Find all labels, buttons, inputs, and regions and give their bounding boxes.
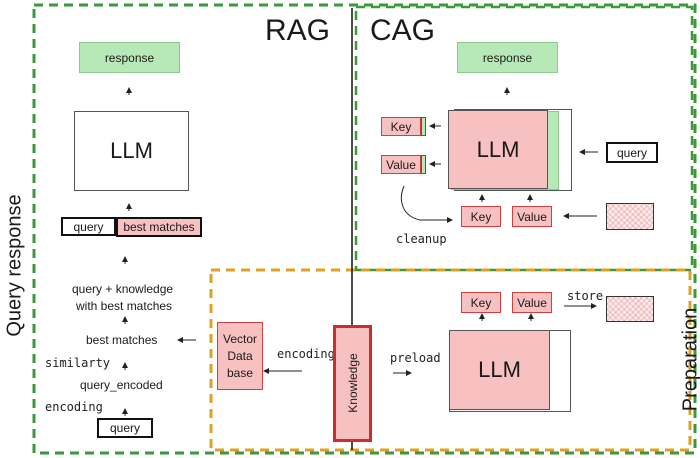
rag-encoding-label: encoding bbox=[45, 400, 103, 414]
preparation-label: Preparation bbox=[679, 307, 700, 412]
prep-encoding-label: encoding bbox=[277, 347, 335, 361]
knowledge-label: Knowledge bbox=[346, 353, 360, 413]
rag-query-knowledge-line1: query + knowledge bbox=[72, 282, 174, 296]
rag-query-box: query bbox=[61, 217, 116, 236]
cag-cleanup-label: cleanup bbox=[396, 232, 447, 246]
prep-store-label: store bbox=[567, 289, 604, 303]
rag-title: RAG bbox=[265, 14, 331, 47]
cag-query-box: query bbox=[606, 142, 658, 163]
query-response-label: Query response bbox=[3, 194, 26, 337]
prep-preload-label: preload bbox=[390, 351, 441, 365]
cag-response-box: response bbox=[457, 42, 558, 73]
cag-key-bottom-box: Key bbox=[461, 206, 501, 227]
knowledge-box bbox=[333, 325, 372, 442]
cag-value-marker bbox=[421, 155, 426, 174]
vector-database-box: Vector Data base bbox=[217, 322, 263, 390]
cag-value-box: Value bbox=[381, 155, 421, 174]
rag-query-encoded-text: query_encoded bbox=[80, 378, 163, 392]
prep-key-box: Key bbox=[461, 292, 501, 313]
vector-db-line3: base bbox=[226, 365, 254, 380]
cag-value-bottom-box: Value bbox=[512, 206, 552, 227]
rag-best-matches-box: best matches bbox=[116, 217, 202, 237]
cag-cache-hatched-box bbox=[606, 203, 654, 230]
cag-llm-box: LLM bbox=[448, 110, 548, 189]
cag-title: CAG bbox=[370, 14, 436, 47]
vector-db-line2: Data bbox=[227, 348, 253, 363]
cag-key-box: Key bbox=[381, 117, 421, 136]
outer-frame bbox=[32, 3, 697, 455]
prep-cache-hatched-box bbox=[606, 296, 654, 322]
cag-key-marker bbox=[421, 117, 426, 136]
rag-query-input-box: query bbox=[97, 418, 153, 438]
rag-query-knowledge-line2: with best matches bbox=[76, 299, 173, 313]
rag-response-box: response bbox=[79, 42, 180, 73]
rag-llm-box: LLM bbox=[74, 111, 189, 191]
cag-frame bbox=[354, 5, 694, 272]
vector-db-line1: Vector bbox=[222, 331, 258, 346]
prep-llm-box: LLM bbox=[449, 330, 550, 410]
prep-value-box: Value bbox=[512, 292, 552, 313]
rag-best-matches-text: best matches bbox=[86, 333, 158, 347]
rag-similarity-label: similarty bbox=[45, 356, 111, 370]
